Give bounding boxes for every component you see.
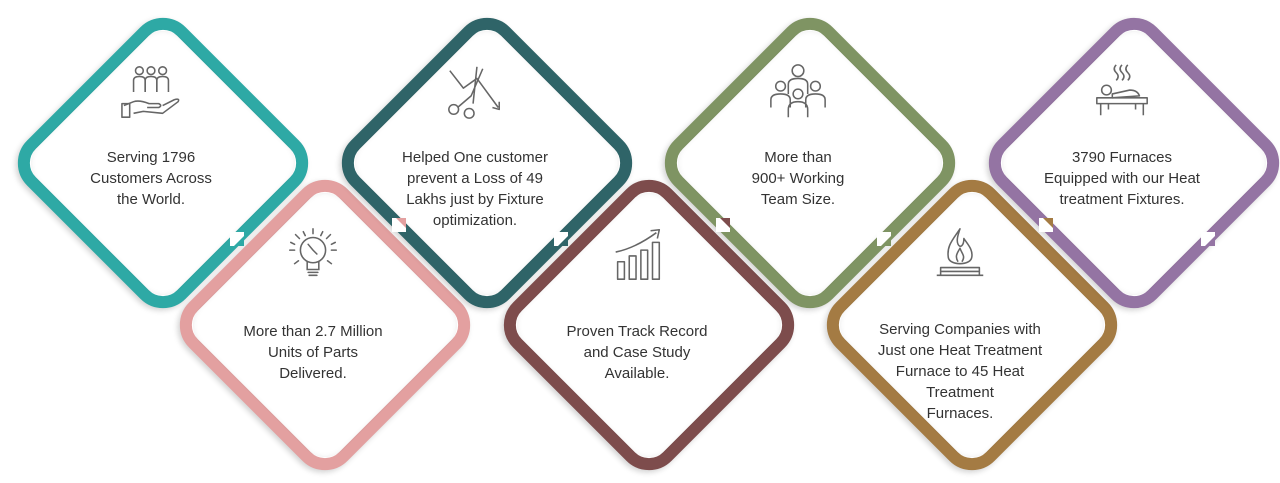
card-companies: Serving Companies with Just one Heat Tre…	[813, 166, 1131, 483]
customers-hand-icon	[120, 61, 182, 123]
card-text: Serving 1796 Customers Across the World.	[90, 149, 212, 208]
corner-tab	[392, 218, 406, 232]
corner-tab	[230, 232, 244, 246]
scissors-cut-icon	[444, 61, 506, 123]
card-team: More than 900+ Working Team Size.	[651, 4, 969, 322]
card-customers: Serving 1796 Customers Across the World.	[4, 4, 322, 322]
team-people-icon	[767, 61, 829, 123]
card-text: 3790 Furnaces Equipped with our Heat tre…	[1044, 149, 1200, 208]
card-units: More than 2.7 Million Units of Parts Del…	[166, 166, 484, 483]
lightbulb-idea-icon	[282, 223, 344, 285]
heat-bed-icon	[1091, 61, 1153, 123]
corner-tab	[554, 232, 568, 246]
corner-tab	[1201, 232, 1215, 246]
card-fixture: Helped One customer prevent a Loss of 49…	[328, 4, 646, 322]
growth-chart-icon	[606, 223, 668, 285]
card-text: Helped One customer prevent a Loss of 49…	[402, 149, 548, 229]
card-text: Proven Track Record and Case Study Avail…	[566, 323, 708, 382]
corner-tab	[716, 218, 730, 232]
card-text: Serving Companies with Just one Heat Tre…	[877, 321, 1043, 422]
card-furnaces: 3790 Furnaces Equipped with our Heat tre…	[975, 4, 1280, 322]
corner-tab	[877, 232, 891, 246]
card-text: More than 2.7 Million Units of Parts Del…	[243, 323, 383, 382]
corner-tab	[1039, 218, 1053, 232]
card-track: Proven Track Record and Case Study Avail…	[490, 166, 808, 483]
card-text: More than 900+ Working Team Size.	[751, 149, 845, 208]
flame-burner-icon	[929, 223, 991, 285]
